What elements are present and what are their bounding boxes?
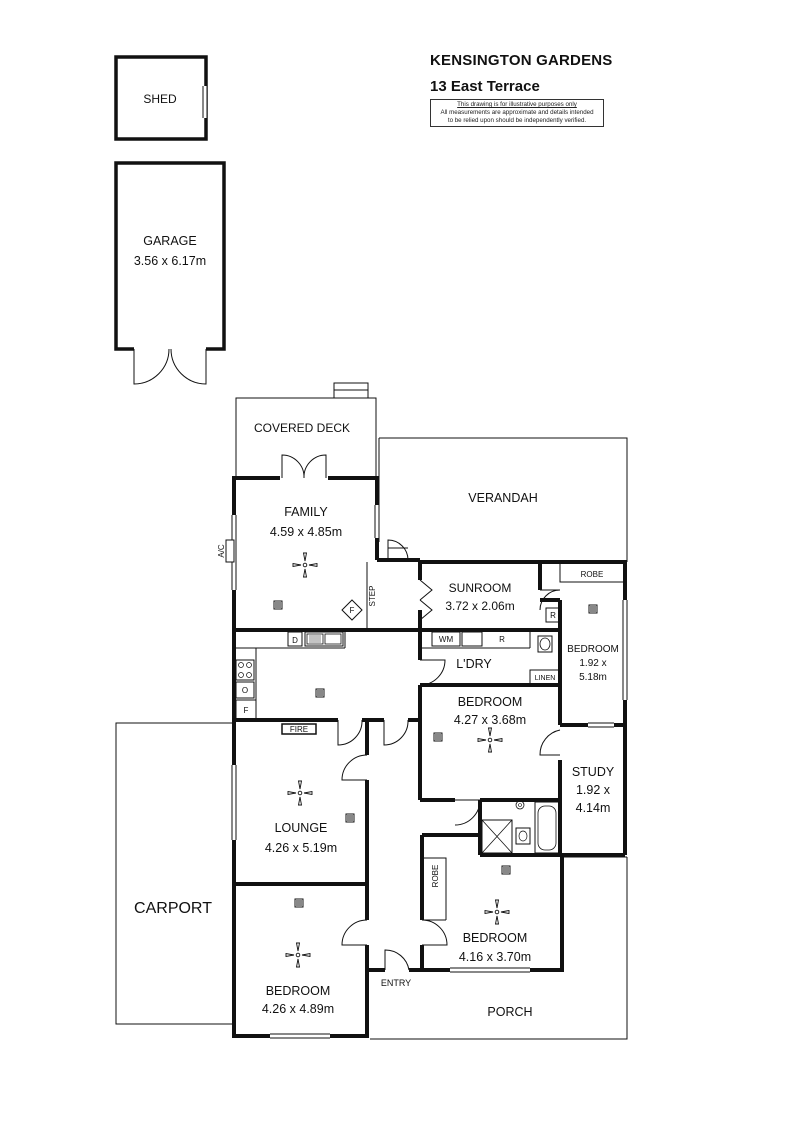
family-french-doors xyxy=(281,454,327,479)
room-label-covered-deck: COVERED DECK xyxy=(254,421,350,435)
fixture-label-oven: O xyxy=(242,686,248,695)
room-label-entry: ENTRY xyxy=(381,978,411,988)
room-size-bedroom-right-1: 1.92 x xyxy=(579,658,606,669)
room-label-bedroom-front-left: BEDROOM xyxy=(266,984,331,998)
room-size-bedroom-front-right: 4.16 x 3.70m xyxy=(459,950,531,964)
room-size-bedroom-main: 4.27 x 3.68m xyxy=(454,713,526,727)
room-size-bedroom-right-2: 5.18m xyxy=(579,672,607,683)
room-size-lounge: 4.26 x 5.19m xyxy=(265,841,337,855)
disclaimer-line: to be relied upon should be independentl… xyxy=(447,117,587,124)
room-size-garage: 3.56 x 6.17m xyxy=(134,254,206,268)
room-label-shed: SHED xyxy=(143,92,177,106)
disclaimer-line: All measurements are approximate and det… xyxy=(440,109,594,116)
room-label-sunroom: SUNROOM xyxy=(449,581,512,595)
fireplace xyxy=(281,723,317,735)
fixture-label-fridge-family: F xyxy=(350,606,355,615)
property-address: 13 East Terrace xyxy=(430,78,540,95)
room-label-family: FAMILY xyxy=(284,505,328,519)
covered-deck xyxy=(235,397,377,478)
fixture-label-robe-top: ROBE xyxy=(581,570,604,579)
house-walls xyxy=(232,476,627,1038)
ceiling-fan-icons xyxy=(285,552,510,968)
room-size-family: 4.59 x 4.85m xyxy=(270,525,342,539)
fixture-label-fridge-kitchen: F xyxy=(244,706,249,715)
room-label-garage: GARAGE xyxy=(143,234,197,248)
room-size-study-2: 4.14m xyxy=(576,801,611,815)
fixture-label-r-bedroom: R xyxy=(550,611,556,620)
room-label-carport: CARPORT xyxy=(134,900,212,917)
garage xyxy=(114,161,226,385)
carport xyxy=(115,722,233,1025)
room-label-laundry: L'DRY xyxy=(456,657,492,671)
room-label-bedroom-right: BEDROOM xyxy=(567,644,619,655)
heater-vent-icons xyxy=(273,600,598,908)
ac-unit xyxy=(225,539,235,563)
disclaimer-box: This drawing is for illustrative purpose… xyxy=(430,99,604,127)
fixture-label-step: STEP xyxy=(368,586,377,607)
room-size-bedroom-front-left: 4.26 x 4.89m xyxy=(262,1002,334,1016)
fixture-label-fire: FIRE xyxy=(290,725,308,734)
fixture-label-dishwasher: D xyxy=(292,636,298,645)
room-label-lounge: LOUNGE xyxy=(275,821,328,835)
room-size-study-1: 1.92 x xyxy=(576,783,611,797)
room-label-verandah: VERANDAH xyxy=(468,491,537,505)
fixture-label-robe-side: ROBE xyxy=(431,865,440,888)
fixture-label-linen: LINEN xyxy=(535,675,556,682)
fixture-label-ac: A/C xyxy=(217,544,226,558)
room-label-bedroom-front-right: BEDROOM xyxy=(463,931,528,945)
shed xyxy=(114,55,208,141)
fridge-diamond xyxy=(341,599,363,621)
fixture-label-r-laundry: R xyxy=(499,635,505,644)
disclaimer-line: This drawing is for illustrative purpose… xyxy=(457,101,577,108)
room-size-sunroom: 3.72 x 2.06m xyxy=(445,599,514,613)
room-label-study: STUDY xyxy=(572,765,615,779)
room-label-porch: PORCH xyxy=(487,1005,532,1019)
room-label-bedroom-main: BEDROOM xyxy=(458,695,523,709)
property-title: KENSINGTON GARDENS xyxy=(430,52,613,69)
fixture-label-wm: WM xyxy=(439,635,454,644)
